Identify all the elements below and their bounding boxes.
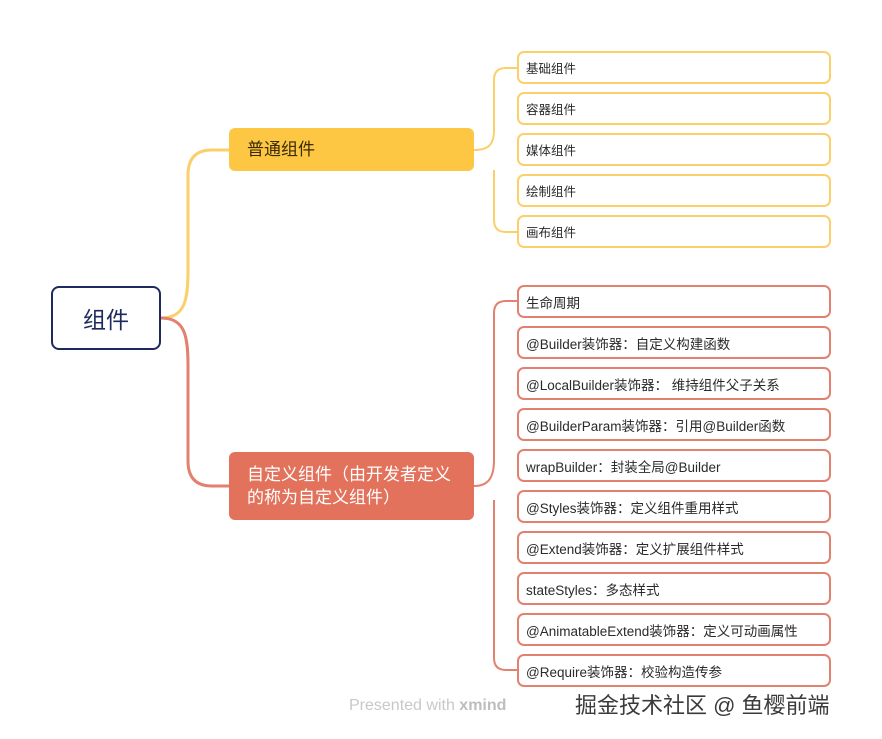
leaf-custom-2[interactable]: @LocalBuilder装饰器： 维持组件父子关系: [517, 367, 831, 400]
leaf-label: @Require装饰器：校验构造传参: [526, 664, 722, 680]
leaf-custom-6[interactable]: @Extend装饰器：定义扩展组件样式: [517, 531, 831, 564]
leaf-custom-1[interactable]: @Builder装饰器：自定义构建函数: [517, 326, 831, 359]
leaf-label: @Extend装饰器：定义扩展组件样式: [526, 541, 744, 557]
leaf-label: 容器组件: [526, 103, 577, 117]
leaf-label: 生命周期: [526, 295, 580, 311]
branch-common-label: 普通组件: [247, 140, 315, 159]
leaf-label: 基础组件: [526, 62, 577, 76]
leaf-label: @LocalBuilder装饰器： 维持组件父子关系: [526, 377, 780, 393]
connector-root-custom: [160, 316, 229, 488]
leaf-custom-7[interactable]: stateStyles：多态样式: [517, 572, 831, 605]
presented-with-footer: Presented with xmind: [349, 697, 506, 715]
branch-common-components[interactable]: 普通组件: [229, 128, 474, 171]
leaf-common-2[interactable]: 媒体组件: [517, 133, 831, 166]
leaf-custom-5[interactable]: @Styles装饰器：定义组件重用样式: [517, 490, 831, 523]
root-node[interactable]: 组件: [51, 286, 161, 350]
leaf-common-3[interactable]: 绘制组件: [517, 174, 831, 207]
leaf-label: 绘制组件: [526, 185, 577, 199]
leaf-label: wrapBuilder：封装全局@Builder: [526, 459, 721, 475]
leaf-label: @Builder装饰器：自定义构建函数: [526, 336, 731, 352]
leaf-common-4[interactable]: 画布组件: [517, 215, 831, 248]
leaf-label: @Styles装饰器：定义组件重用样式: [526, 500, 739, 516]
leaf-custom-9[interactable]: @Require装饰器：校验构造传参: [517, 654, 831, 687]
branch-custom-label: 自定义组件（由开发者定义的称为自定义组件）: [247, 465, 451, 507]
leaf-label: 媒体组件: [526, 144, 577, 158]
xmind-logo: xmind: [459, 697, 507, 714]
root-label: 组件: [83, 307, 129, 333]
leaf-label: @BuilderParam装饰器：引用@Builder函数: [526, 418, 786, 434]
leaf-common-0[interactable]: 基础组件: [517, 51, 831, 84]
leaf-label: @AnimatableExtend装饰器：定义可动画属性: [526, 623, 798, 639]
leaf-custom-4[interactable]: wrapBuilder：封装全局@Builder: [517, 449, 831, 482]
leaf-label: 画布组件: [526, 226, 577, 240]
leaf-label: stateStyles：多态样式: [526, 582, 660, 598]
leaf-custom-3[interactable]: @BuilderParam装饰器：引用@Builder函数: [517, 408, 831, 441]
watermark: 掘金技术社区 @ 鱼樱前端: [575, 693, 830, 718]
leaf-custom-8[interactable]: @AnimatableExtend装饰器：定义可动画属性: [517, 613, 831, 646]
leaf-custom-0[interactable]: 生命周期: [517, 285, 831, 318]
connector-custom-children: [473, 300, 517, 671]
presented-with-text: Presented with: [349, 697, 455, 714]
connector-common-children: [473, 67, 517, 233]
leaf-common-1[interactable]: 容器组件: [517, 92, 831, 125]
connector-root-common: [160, 148, 229, 320]
branch-custom-components[interactable]: 自定义组件（由开发者定义的称为自定义组件）: [229, 452, 474, 520]
